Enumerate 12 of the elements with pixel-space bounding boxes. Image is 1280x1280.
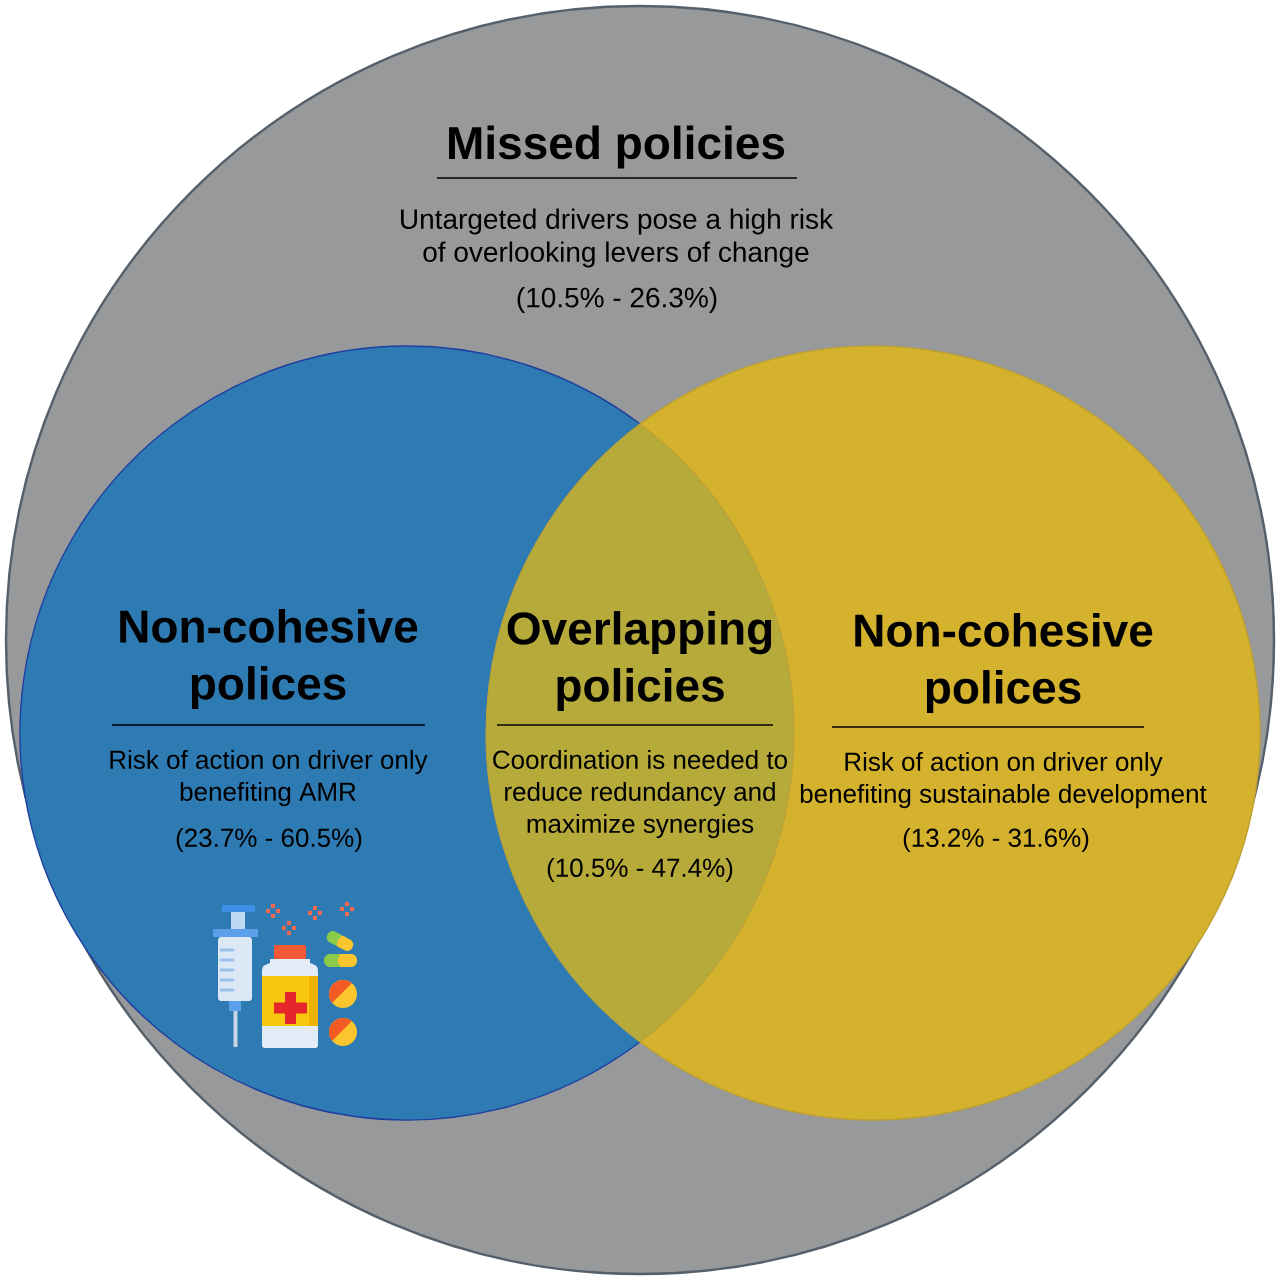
percentage-range: (23.7% - 60.5%)	[176, 827, 362, 853]
percentage-range: (10.5% - 26.3%)	[517, 286, 717, 314]
description: Untargeted drivers pose a high risk of overlooking levers of change	[401, 208, 834, 268]
heading: Non-cohesive polices	[120, 609, 418, 709]
description: Coordination is needed to reduce redundancy and maximize synergies	[493, 749, 787, 839]
percentage-range: (10.5% - 47.4%)	[547, 857, 733, 883]
heading: Non-cohesive polices	[855, 613, 1153, 713]
percentage-range: (13.2% - 31.6%)	[903, 827, 1089, 853]
description: Risk of action on driver only benefiting sustainable development	[800, 751, 1207, 809]
heading: Overlapping policies	[507, 611, 772, 711]
heading: Missed policies	[449, 125, 785, 169]
description: Risk of action on driver only benefiting AMR	[110, 749, 428, 807]
